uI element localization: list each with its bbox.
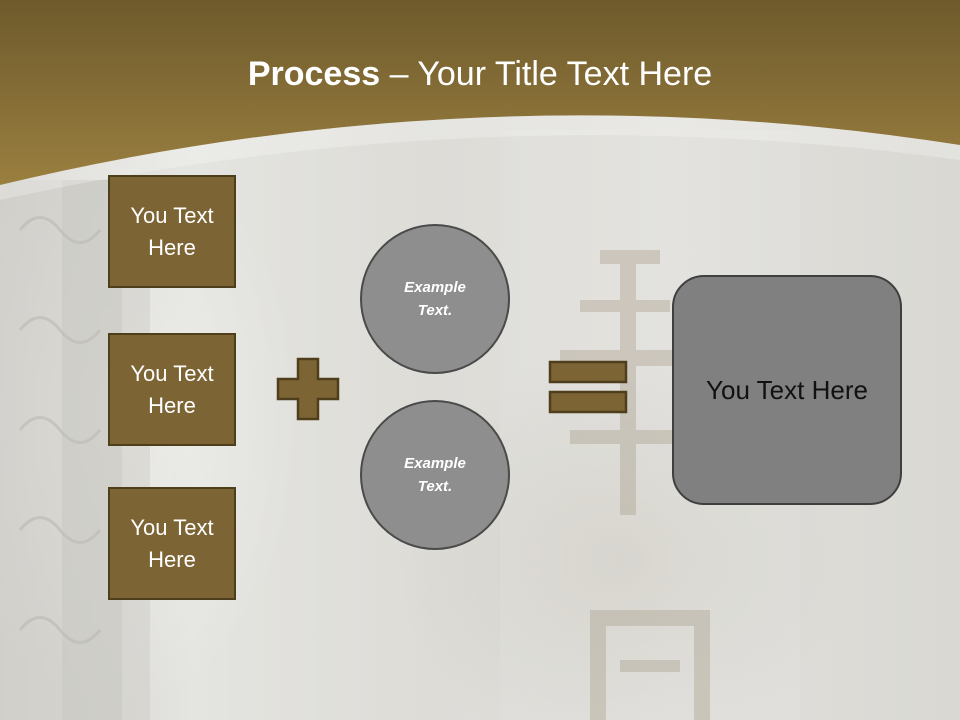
example-circle-2[interactable]: Example Text. (360, 400, 510, 550)
equals-icon (548, 360, 628, 414)
example-circle-2-label: Example Text. (404, 455, 466, 495)
title-bold: Process (247, 55, 381, 93)
text-box-2-label: You Text Here (130, 360, 214, 418)
header-band (0, 0, 960, 200)
text-box-3-label: You Text Here (130, 514, 214, 572)
title-rest: – Your Title Text Here (380, 55, 713, 93)
example-circle-1[interactable]: Example Text. (360, 224, 510, 374)
plus-icon (276, 357, 340, 421)
text-box-3[interactable]: You Text Here (108, 487, 236, 600)
result-box[interactable]: You Text Here (672, 275, 902, 505)
slide-title: Process – Your Title Text Here (0, 52, 960, 96)
example-circle-1-label: Example Text. (404, 279, 466, 319)
text-box-2[interactable]: You Text Here (108, 333, 236, 446)
text-box-1-label: You Text Here (130, 202, 214, 260)
result-box-label: You Text Here (706, 374, 868, 405)
text-box-1[interactable]: You Text Here (108, 175, 236, 288)
